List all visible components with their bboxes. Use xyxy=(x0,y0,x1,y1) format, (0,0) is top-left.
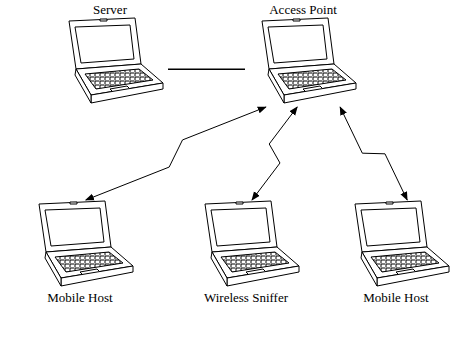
wireless-link xyxy=(340,107,407,200)
laptop-icon xyxy=(191,200,301,290)
laptop-icon xyxy=(248,17,358,107)
laptop-node: Mobile Host xyxy=(340,200,452,305)
wireless-link xyxy=(86,107,266,200)
host-label: Server xyxy=(91,2,129,17)
laptop-icon xyxy=(25,200,135,290)
host-label: Mobile Host xyxy=(361,290,430,305)
laptop-node: Server xyxy=(52,2,168,107)
host-label: Access Point xyxy=(267,2,339,17)
host-label: Mobile Host xyxy=(45,290,114,305)
laptop-node: Access Point xyxy=(245,2,361,107)
wireless-link xyxy=(252,107,297,200)
laptop-node: Wireless Sniffer xyxy=(186,200,306,305)
laptop-node: Mobile Host xyxy=(22,200,138,305)
host-label: Wireless Sniffer xyxy=(202,290,290,305)
laptop-icon xyxy=(55,17,165,107)
wired-link xyxy=(168,68,245,70)
laptop-icon xyxy=(341,200,451,290)
